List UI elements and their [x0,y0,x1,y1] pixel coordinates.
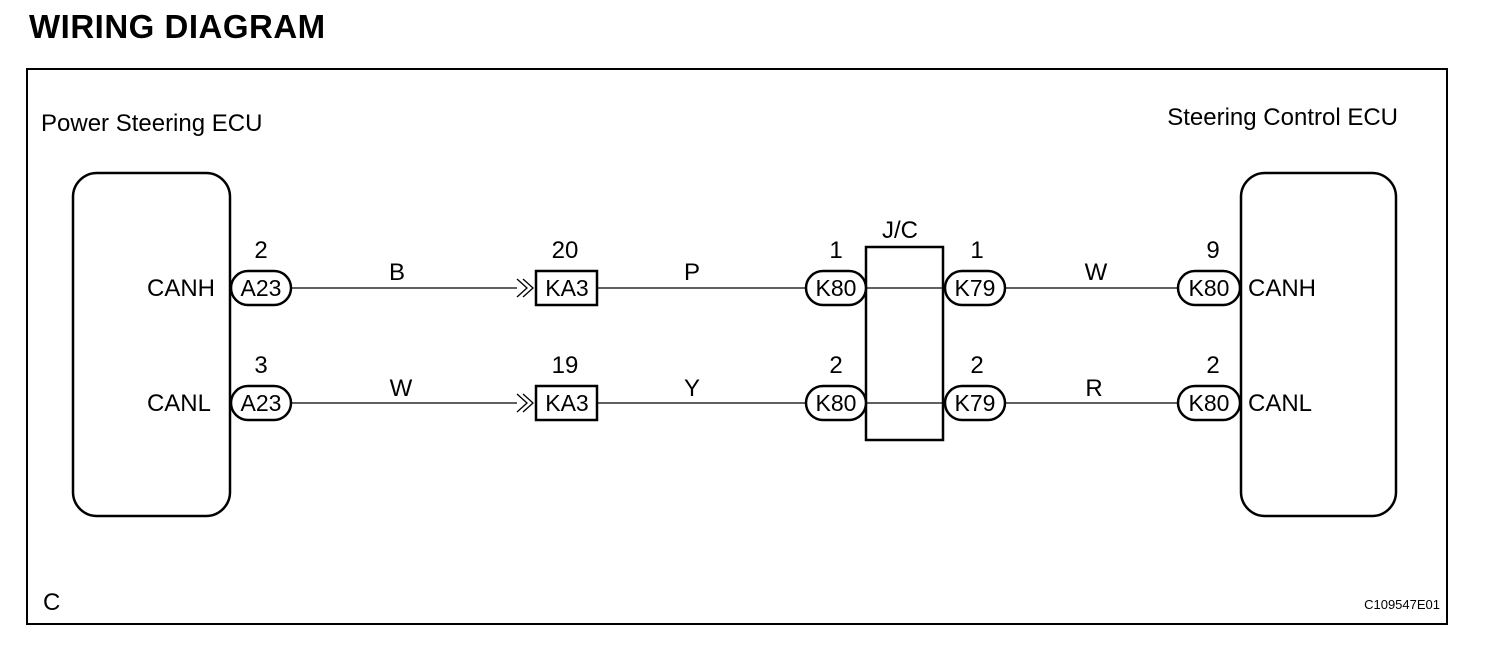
jc-out-pin-number: 1 [970,237,983,264]
right-connector-label: K80 [1189,275,1230,301]
wire-color-label: Y [684,375,700,402]
left-connector-label: A23 [241,390,282,416]
jc-out-connector-oval [943,269,1007,307]
circuit-canl: CANL 3 A23 W 19 KA3 Y 2 K80 2 K79 R 2 K8… [147,352,1312,422]
circuit-canh: CANH 2 A23 B 20 KA3 P 1 K80 1 K79 W 9 K8… [147,237,1316,307]
inline-pin-number: 20 [552,237,579,264]
wire-color-label: R [1085,375,1102,402]
left-signal-label: CANH [147,275,215,302]
left-pin-number: 2 [254,237,267,264]
right-connector-label: K80 [1189,390,1230,416]
right-signal-label: CANL [1248,390,1312,417]
inline-connector-label: KA3 [545,275,588,301]
jc-out-pin-number: 2 [970,352,983,379]
jc-in-connector-oval [804,269,868,307]
jc-in-pin-number: 2 [829,352,842,379]
jc-in-connector-oval [804,384,868,422]
diagram-frame [26,68,1448,625]
inline-connector-box [534,269,599,307]
junction-label: J/C [882,217,918,244]
right-pin-number: 2 [1206,352,1219,379]
left-signal-label: CANL [147,390,211,417]
jc-in-pin-number: 1 [829,237,842,264]
inline-connector-chevron-icon [516,393,534,413]
jc-in-connector-label: K80 [816,275,857,301]
left-ecu-box [71,171,232,518]
inline-pin-number: 19 [552,352,579,379]
jc-out-connector-oval [943,384,1007,422]
inline-connector-box [534,384,599,422]
left-ecu-label: Power Steering ECU [41,110,262,137]
right-ecu-box [1239,171,1398,518]
inline-connector-chevron-icon [516,278,534,298]
right-signal-label: CANH [1248,275,1316,302]
jc-out-connector-label: K79 [955,275,996,301]
page-title: WIRING DIAGRAM [29,8,326,45]
right-connector-oval [1176,269,1242,307]
jc-in-connector-label: K80 [816,390,857,416]
left-pin-number: 3 [254,352,267,379]
right-ecu-label: Steering Control ECU [1167,104,1398,131]
junction-connector-box [864,245,945,442]
left-connector-label: A23 [241,275,282,301]
inline-connector-label: KA3 [545,390,588,416]
right-connector-oval [1176,384,1242,422]
jc-out-connector-label: K79 [955,390,996,416]
right-pin-number: 9 [1206,237,1219,264]
figure-id: C109547E01 [1364,597,1440,612]
wire-color-label: B [389,259,405,286]
frame-letter: C [43,589,60,616]
left-connector-oval [229,269,293,307]
wire-color-label: W [390,375,413,402]
left-connector-oval [229,384,293,422]
wire-color-label: P [684,259,700,286]
wire-color-label: W [1085,259,1108,286]
